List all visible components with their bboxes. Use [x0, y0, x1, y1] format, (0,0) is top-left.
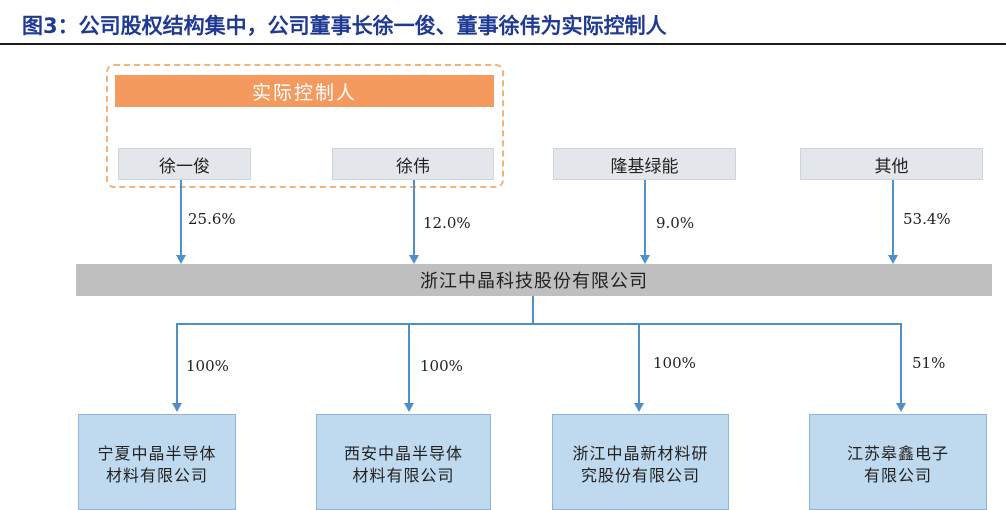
subsidiary-bus-line: [176, 323, 902, 325]
subsidiary-pct: 100%: [653, 354, 696, 372]
figure-title: 图3：公司股权结构集中，公司董事长徐一俊、董事徐伟为实际控制人: [22, 14, 667, 38]
subsidiary-name-line: 浙江中晶新材料研: [572, 444, 709, 463]
subsidiary-name-line: 江苏皋鑫电子: [846, 444, 949, 463]
arrow-head-icon: [172, 403, 182, 412]
arrow-head-icon: [409, 255, 419, 264]
title-divider: [0, 43, 1006, 45]
arrow-head-icon: [896, 403, 906, 412]
shareholder-arrow-line: [413, 180, 415, 255]
company-trunk-line: [532, 296, 534, 324]
shareholding-pct: 53.4%: [903, 210, 951, 228]
subsidiary-arrow-line: [900, 323, 902, 403]
subsidiary-box-jiangsu-gaoxin: 江苏皋鑫电子 有限公司: [809, 414, 987, 510]
company-bar: 浙江中晶科技股份有限公司: [76, 264, 992, 296]
shareholder-box-xu-wei: 徐伟: [332, 148, 494, 180]
subsidiary-pct: 100%: [186, 357, 229, 375]
subsidiary-box-xian: 西安中晶半导体 材料有限公司: [316, 414, 491, 510]
arrow-head-icon: [176, 255, 186, 264]
arrow-head-icon: [888, 255, 898, 264]
shareholder-box-longi: 隆基绿能: [553, 148, 736, 180]
shareholder-arrow-line: [644, 180, 646, 255]
subsidiary-box-ningxia: 宁夏中晶半导体 材料有限公司: [78, 414, 236, 510]
subsidiary-pct: 100%: [420, 357, 463, 375]
shareholding-pct: 12.0%: [423, 214, 471, 232]
subsidiary-name-line: 究股份有限公司: [580, 466, 700, 485]
subsidiary-arrow-line: [176, 323, 178, 403]
subsidiary-name-line: 材料有限公司: [105, 466, 208, 485]
actual-controller-label: 实际控制人: [115, 75, 494, 107]
arrow-head-icon: [640, 255, 650, 264]
shareholder-arrow-line: [892, 180, 894, 255]
subsidiary-name-line: 西安中晶半导体: [343, 444, 463, 463]
subsidiary-name-line: 材料有限公司: [352, 466, 455, 485]
subsidiary-name-line: 宁夏中晶半导体: [97, 444, 217, 463]
actual-controller-group: [106, 64, 504, 188]
subsidiary-name-line: 有限公司: [863, 466, 932, 485]
subsidiary-box-zhejiang-new-materials: 浙江中晶新材料研 究股份有限公司: [552, 414, 729, 510]
shareholder-box-xu-yijun: 徐一俊: [118, 148, 251, 180]
subsidiary-arrow-line: [638, 323, 640, 403]
shareholder-arrow-line: [180, 180, 182, 255]
shareholder-box-others: 其他: [800, 148, 983, 180]
shareholding-pct: 25.6%: [188, 210, 236, 228]
arrow-head-icon: [404, 403, 414, 412]
arrow-head-icon: [634, 403, 644, 412]
subsidiary-pct: 51%: [912, 354, 946, 372]
shareholding-pct: 9.0%: [656, 214, 695, 232]
subsidiary-arrow-line: [408, 323, 410, 403]
